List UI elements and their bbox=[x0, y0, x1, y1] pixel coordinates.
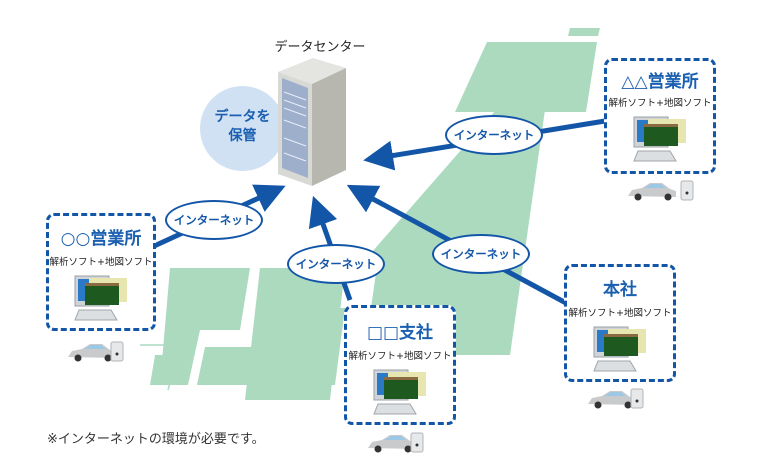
site-head-office: 本社 解析ソフト+地図ソフト bbox=[564, 264, 676, 382]
map-chugoku bbox=[275, 308, 345, 385]
site-software: 解析ソフト+地図ソフト bbox=[608, 98, 712, 109]
car-and-device-icon bbox=[368, 432, 424, 453]
footnote: ※インターネットの環境が必要です。 bbox=[47, 432, 265, 447]
map-outline-line bbox=[140, 344, 181, 391]
server-rack-icon bbox=[278, 58, 346, 186]
computer-icon bbox=[74, 275, 127, 321]
site-name: 本社 bbox=[603, 280, 637, 300]
site-software: 解析ソフト+地図ソフト bbox=[348, 351, 452, 362]
car-and-device-icon bbox=[588, 388, 644, 409]
site-triangle-office: △△営業所 解析ソフト+地図ソフト bbox=[604, 58, 716, 174]
computer-icon bbox=[373, 369, 426, 415]
computer-icon bbox=[593, 326, 646, 372]
internet-bubble-circle-office: インターネット bbox=[165, 200, 263, 240]
map-shikoku bbox=[197, 347, 270, 385]
car-and-device-icon bbox=[68, 341, 124, 362]
data-center-title: データセンター bbox=[274, 40, 366, 55]
car-and-device-icon bbox=[628, 180, 694, 201]
storage-circle bbox=[200, 86, 285, 171]
map-hokkaido-top bbox=[568, 28, 600, 36]
storage-label-line2: 保管 bbox=[228, 128, 257, 144]
site-name: □□支社 bbox=[366, 323, 434, 343]
site-branch: □□支社 解析ソフト+地図ソフト bbox=[344, 305, 456, 425]
site-name: △△営業所 bbox=[621, 72, 699, 92]
computer-icon bbox=[633, 116, 686, 162]
internet-bubble-triangle-office: インターネット bbox=[445, 115, 543, 155]
site-name: ○○営業所 bbox=[60, 229, 142, 249]
storage-label-line1: データを bbox=[214, 109, 271, 125]
map-kyushu bbox=[150, 355, 175, 385]
site-circle-office: ○○営業所 解析ソフト+地図ソフト bbox=[46, 213, 156, 331]
site-software: 解析ソフト+地図ソフト bbox=[568, 308, 672, 319]
site-software: 解析ソフト+地図ソフト bbox=[49, 257, 153, 268]
internet-bubble-branch: インターネット bbox=[287, 244, 385, 284]
map-kinki bbox=[160, 268, 250, 385]
storage-label: データを 保管 bbox=[200, 108, 285, 146]
map-hokkaido bbox=[455, 42, 597, 112]
internet-bubble-head-office: インターネット bbox=[432, 234, 530, 274]
